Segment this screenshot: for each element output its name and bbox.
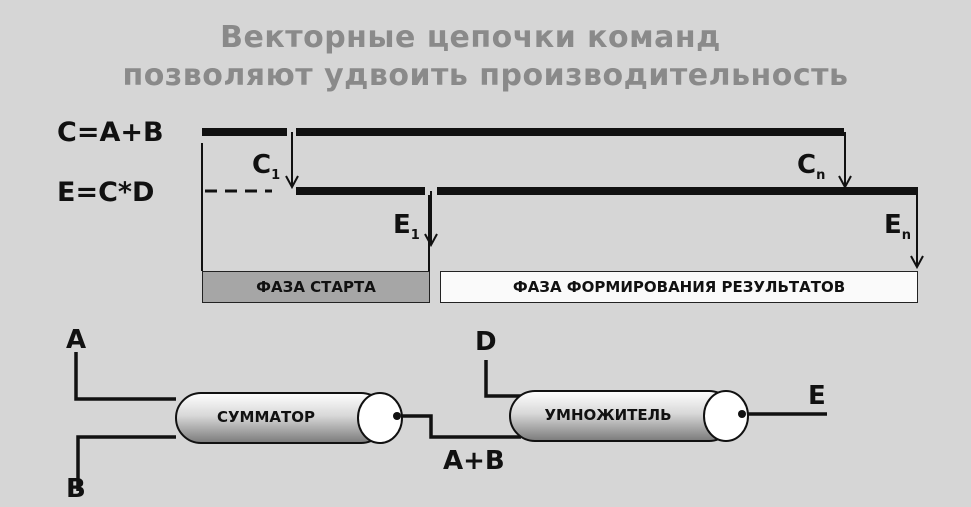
timeline-e-bar-first <box>296 187 425 195</box>
adder-label: СУММАТОР <box>216 408 315 426</box>
arrow-en <box>910 191 924 270</box>
marker-c1: C1 <box>252 150 281 183</box>
input-d-label: D <box>475 327 497 357</box>
timeline-e-bar-main <box>437 187 918 195</box>
arrow-e1 <box>424 191 438 248</box>
adder-cylinder <box>175 392 403 444</box>
input-b-label: B <box>66 474 86 504</box>
title-line-2: позволяют удвоить производительность <box>122 58 849 93</box>
arrow-c1 <box>285 132 299 190</box>
equation-c: C=A+B <box>57 117 164 148</box>
marker-e1: E1 <box>393 210 420 243</box>
phase-result-box: ФАЗА ФОРМИРОВАНИЯ РЕЗУЛЬТАТОВ <box>440 271 918 303</box>
intermediate-sum-label: A+B <box>443 446 505 476</box>
multiplier-cylinder <box>509 390 749 442</box>
timeline-c-bar-first <box>202 128 287 136</box>
phase-start-box: ФАЗА СТАРТА <box>202 271 430 303</box>
equation-e: E=C*D <box>57 177 155 208</box>
timeline-c-bar-main <box>296 128 844 136</box>
title-line-1: Векторные цепочки команд <box>220 20 721 55</box>
arrow-cn <box>838 132 852 190</box>
multiplier-label: УМНОЖИТЕЛЬ <box>544 406 672 424</box>
marker-en: En <box>884 210 912 243</box>
marker-cn: Cn <box>797 150 826 183</box>
input-a-label: A <box>66 325 87 355</box>
pipeline-wires <box>74 352 827 491</box>
output-e-label: E <box>808 381 826 411</box>
